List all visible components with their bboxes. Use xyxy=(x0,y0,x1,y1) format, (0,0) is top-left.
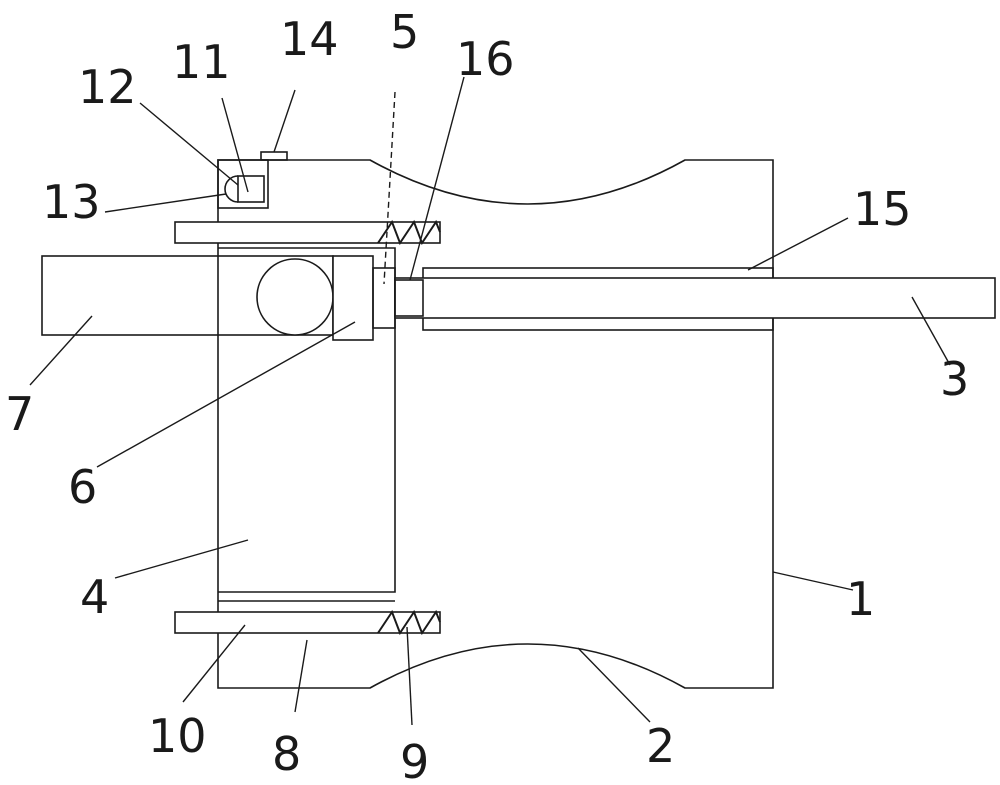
output-shaft xyxy=(394,267,996,331)
label-14: 14 xyxy=(280,12,339,66)
lower-spring-assembly xyxy=(174,600,441,636)
handle-bar xyxy=(41,255,334,336)
label-9: 9 xyxy=(400,735,429,785)
inner-cavity xyxy=(218,247,396,593)
label-3: 3 xyxy=(940,352,969,406)
locking-block xyxy=(217,151,288,209)
label-13: 13 xyxy=(42,175,101,229)
label-11: 11 xyxy=(172,35,231,89)
label-4: 4 xyxy=(80,570,109,624)
label-7: 7 xyxy=(5,387,34,441)
label-2: 2 xyxy=(646,719,675,773)
label-15: 15 xyxy=(853,182,912,236)
upper-spring-assembly xyxy=(174,219,441,246)
push-block xyxy=(332,255,396,341)
label-6: 6 xyxy=(68,460,97,514)
label-8: 8 xyxy=(272,727,301,781)
label-10: 10 xyxy=(148,709,207,763)
callout-labels: 1 2 3 4 5 6 7 8 9 10 11 12 13 14 15 16 xyxy=(5,5,969,785)
label-5: 5 xyxy=(390,5,419,59)
label-1: 1 xyxy=(846,572,875,626)
main-body xyxy=(217,159,774,689)
leader-lines xyxy=(29,76,951,726)
label-16: 16 xyxy=(456,32,515,86)
label-12: 12 xyxy=(78,60,137,114)
